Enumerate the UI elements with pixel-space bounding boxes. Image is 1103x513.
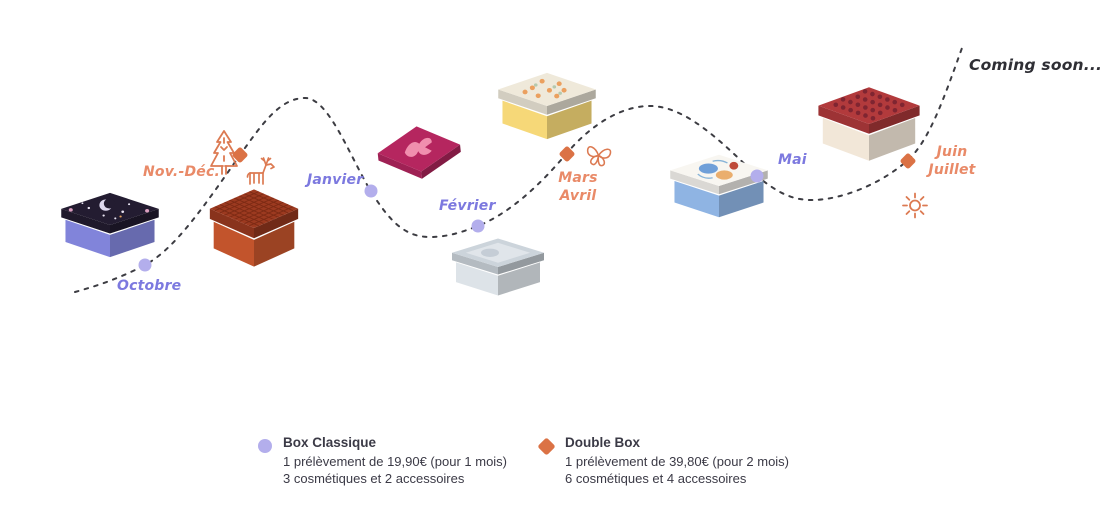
label-juillet: Juillet (928, 162, 976, 178)
marker-janvier-classic-dot (364, 184, 378, 198)
classic-dot-icon (750, 169, 764, 183)
label-fevrier: Février (439, 198, 496, 214)
double-diamond-icon (537, 437, 556, 456)
legend-classic-price: 1 prélèvement de 19,90€ (pour 1 mois) (283, 454, 508, 469)
butterfly-icon (582, 140, 614, 171)
marker-fevrier-classic-dot (471, 219, 485, 233)
legend-double-price: 1 prélèvement de 39,80€ (pour 2 mois) (565, 454, 790, 469)
box-illustration-nov-dec (206, 186, 302, 270)
label-mars-avril: Mars Avril (556, 169, 600, 205)
double-diamond-icon (899, 152, 917, 170)
reindeer-icon (243, 152, 276, 190)
legend-classic-title: Box Classique (283, 435, 377, 450)
label-juin: Juin (936, 144, 968, 160)
marker-mai-classic-dot (750, 169, 764, 183)
legend-double-marker (537, 437, 556, 487)
classic-dot-icon (258, 439, 272, 453)
legend-classic-text: Box Classique 1 prélèvement de 19,90€ (p… (283, 435, 507, 487)
legend-double-title: Double Box (565, 435, 641, 450)
label-avril: Avril (559, 188, 597, 204)
label-mars: Mars (558, 170, 598, 186)
box-illustration-janvier (371, 113, 467, 186)
double-diamond-icon (231, 146, 249, 164)
label-juin-juillet: Juin Juillet (926, 143, 978, 179)
marker-octobre-classic-dot (138, 258, 152, 272)
classic-dot-icon (138, 258, 152, 272)
double-diamond-icon (558, 145, 576, 163)
label-nov-dec: Nov.-Déc. (143, 164, 220, 180)
legend-box-classique: Box Classique 1 prélèvement de 19,90€ (p… (258, 435, 507, 487)
classic-dot-icon (471, 219, 485, 233)
coming-soon-text: Coming soon... (969, 56, 1103, 74)
legend-double-text: Double Box 1 prélèvement de 39,80€ (pour… (565, 435, 789, 487)
box-illustration-mars-avril (494, 70, 600, 142)
marker-mars-avril-double-diamond (558, 145, 576, 163)
box-illustration-fevrier (448, 236, 548, 298)
label-janvier: Janvier (307, 172, 364, 188)
classic-dot-icon (364, 184, 378, 198)
label-octobre: Octobre (117, 278, 182, 294)
legend-double-contents: 6 cosmétiques et 4 accessoires (565, 471, 747, 486)
legend-double-box: Double Box 1 prélèvement de 39,80€ (pour… (537, 435, 789, 487)
marker-juin-juillet-double-diamond (899, 152, 917, 170)
sun-icon (898, 189, 932, 222)
box-illustration-octobre (57, 190, 163, 260)
box-illustration-juin-juillet (814, 84, 924, 164)
legend-classic-marker (258, 439, 272, 487)
label-mai: Mai (778, 152, 807, 168)
marker-nov-dec-double-diamond (231, 146, 249, 164)
legend-classic-contents: 3 cosmétiques et 2 accessoires (283, 471, 465, 486)
box-illustration-mai (666, 152, 772, 220)
